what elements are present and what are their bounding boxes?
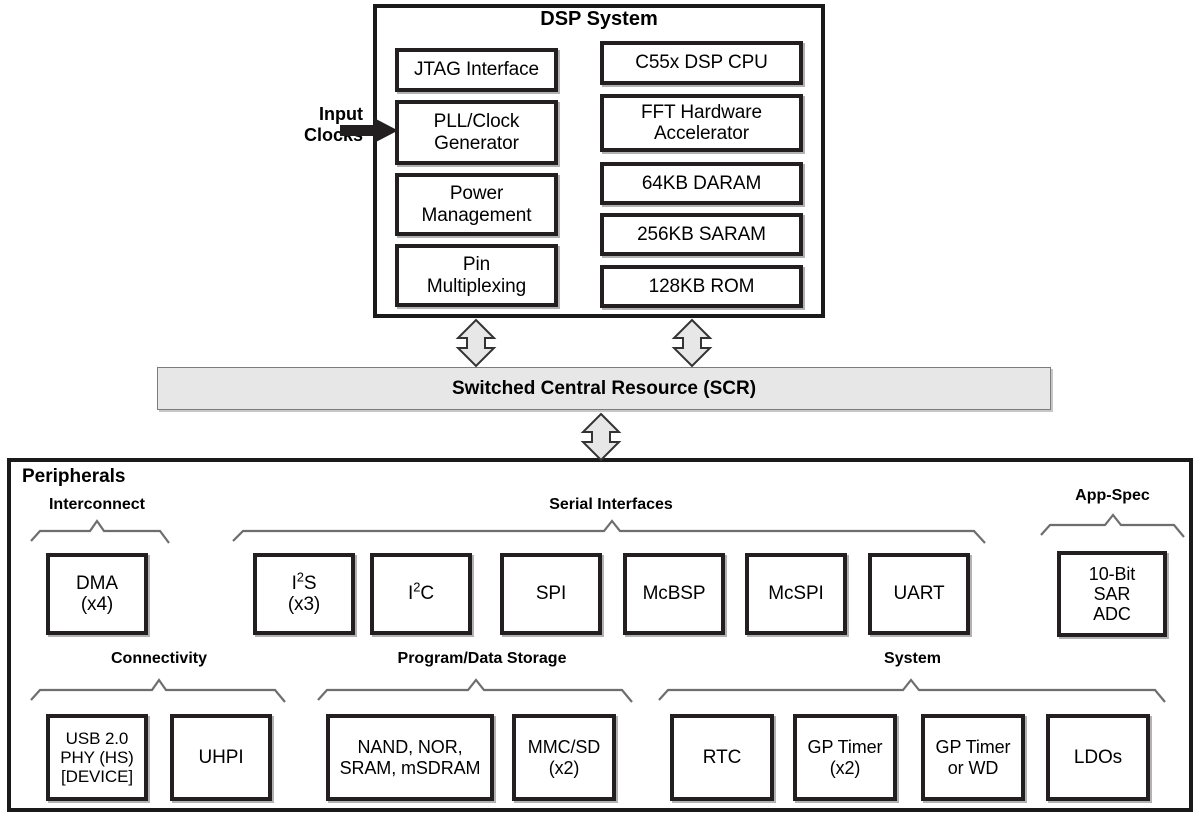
jtag-interface-label: JTAG Interface [414,59,539,81]
peripherals-title: Peripherals [22,466,126,487]
mmc-sd-line2: (x2) [548,757,580,778]
i2s-line2: (x3) [287,594,321,615]
sar-adc-line2: SAR [1093,583,1131,604]
dma-line1: DMA [76,572,118,594]
mcbsp-label: McBSP [642,583,706,605]
power-management-block: Power Management [395,173,558,236]
gp-timer-line1: GP Timer [807,737,883,758]
spi-label: SPI [535,583,567,605]
group-label-program-data-storage: Program/Data Storage [397,650,567,667]
i2c-block: I2C [370,553,472,635]
group-label-app-spec: App-Spec [1075,487,1150,504]
sar-adc-block: 10-Bit SAR ADC [1057,551,1167,637]
jtag-interface-block: JTAG Interface [395,48,558,92]
mmc-sd-block: MMC/SD (x2) [512,714,616,801]
ldos-label: LDOs [1073,746,1123,768]
uhpi-block: UHPI [170,714,272,801]
uart-label: UART [893,583,945,605]
group-label-connectivity: Connectivity [110,650,207,667]
saram-label: 256KB SARAM [637,223,766,245]
usb-phy-line3: [DEVICE] [61,767,133,787]
gp-timer-wd-block: GP Timer or WD [921,714,1025,801]
mcbsp-block: McBSP [623,553,725,635]
scr-label: Switched Central Resource (SCR) [451,377,757,399]
daram-label: 64KB DARAM [641,172,762,194]
gp-timer-wd-line1: GP Timer [935,737,1011,758]
dma-line2: (x4) [80,594,114,615]
pll-clock-generator-label: PLL/Clock Generator [433,111,520,154]
rtc-block: RTC [670,714,774,801]
saram-block: 256KB SARAM [600,213,803,256]
uart-block: UART [868,553,970,635]
uhpi-label: UHPI [198,746,244,768]
gp-timer-wd-line2: or WD [947,757,999,778]
c55x-dsp-cpu-label: C55x DSP CPU [635,52,768,74]
i2s-line1: I2S [291,569,317,594]
group-label-serial-interfaces: Serial Interfaces [549,496,673,513]
group-label-system: System [884,650,941,667]
rom-block: 128KB ROM [600,265,803,308]
group-label-interconnect: Interconnect [48,496,145,513]
mcspi-block: McSPI [745,553,847,635]
mcspi-label: McSPI [768,583,824,605]
rtc-label: RTC [702,746,742,768]
bus-arrow-dsp-right-icon [671,318,713,368]
rom-label: 128KB ROM [648,275,755,297]
fft-hardware-accelerator-block: FFT Hardware Accelerator [600,94,803,152]
pin-multiplexing-block: Pin Multiplexing [395,244,558,307]
sar-adc-line1: 10-Bit [1088,563,1136,584]
usb-phy-line1: USB 2.0 [65,728,129,748]
external-memory-block: NAND, NOR, SRAM, mSDRAM [326,714,494,801]
usb-phy-block: USB 2.0 PHY (HS) [DEVICE] [46,714,148,801]
pll-clock-generator-block: PLL/Clock Generator [395,100,558,165]
ldos-block: LDOs [1046,714,1150,801]
external-memory-line1: NAND, NOR, [357,737,463,758]
gp-timer-line2: (x2) [829,757,861,778]
fft-hardware-accelerator-label: FFT Hardware Accelerator [641,101,762,144]
usb-phy-line2: PHY (HS) [60,747,134,767]
mmc-sd-line1: MMC/SD [527,737,601,758]
bus-arrow-dsp-left-icon [455,318,497,368]
i2c-label: I2C [408,580,434,605]
pin-multiplexing-label: Pin Multiplexing [426,254,527,297]
input-clocks-line2: Clocks [303,124,363,145]
switched-central-resource-bar: Switched Central Resource (SCR) [157,367,1051,410]
daram-block: 64KB DARAM [600,162,803,205]
c55x-dsp-cpu-block: C55x DSP CPU [600,41,803,85]
gp-timer-block: GP Timer (x2) [793,714,897,801]
input-clocks-line1: Input [319,104,363,124]
bus-arrow-peripherals-icon [580,412,622,462]
input-clocks-label: Input Clocks [263,104,363,145]
sar-adc-line3: ADC [1093,604,1131,625]
spi-block: SPI [500,553,602,635]
power-management-label: Power Management [421,183,532,226]
external-memory-line2: SRAM, mSDRAM [339,757,481,778]
i2s-block: I2S (x3) [253,553,355,635]
dsp-system-title: DSP System [540,8,658,30]
dma-block: DMA (x4) [46,553,148,635]
